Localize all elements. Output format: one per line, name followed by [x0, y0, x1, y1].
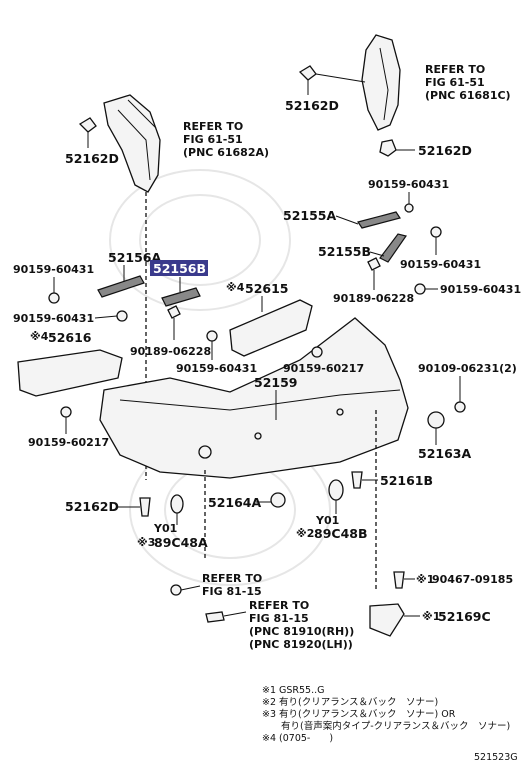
label-90159-60431-f: 90159-60431 [176, 362, 257, 375]
label-89c48a-mark: ※3 [137, 536, 155, 549]
absorber-52615 [229, 296, 313, 357]
label-52155b: 52155B [318, 244, 371, 259]
label-52616-mark: ※4 [30, 330, 49, 343]
clip-90189-06228-mid [167, 305, 181, 340]
label-52156b-highlight: 52156B [150, 260, 208, 276]
ref-fig81-b-line4: (PNC 81920(LH)) [249, 638, 353, 651]
ref-fig81-a-line2: FIG 81-15 [202, 585, 262, 598]
clip-52162d-top-left [78, 117, 97, 148]
label-90159-60431-a: 90159-60431 [368, 178, 449, 191]
label-89c48b: 89C48B [314, 526, 368, 541]
label-89c48b-color: Y01 [315, 514, 339, 527]
label-52156b: 52156B [153, 261, 206, 276]
label-90189-06228-right: 90189-06228 [333, 292, 414, 305]
label-52169c-mark: ※1 [422, 610, 440, 623]
quarter-panel-bracket-left [103, 94, 161, 193]
label-90467-09185: 90467-09185 [432, 573, 513, 586]
label-89c48a: 89C48A [154, 535, 208, 550]
label-52163a: 52163A [418, 446, 471, 461]
footnote-3b: 有り(音声案内タイプ-クリアランス＆バック ソナー) [262, 720, 510, 732]
ref-fig81-b-line3: (PNC 81910(RH)) [249, 625, 354, 638]
retainer-52156b [161, 277, 201, 307]
label-90159-60431-b: 90159-60431 [400, 258, 481, 271]
label-52162d-right-clip: 52162D [418, 143, 472, 158]
label-90189-06228-mid: 90189-06228 [130, 345, 211, 358]
clip-52162d-right [379, 139, 415, 157]
ref-fig61-left: REFER TO FIG 61-51 (PNC 61682A) [183, 120, 269, 159]
label-90159-60431-d: 90159-60431 [13, 263, 94, 276]
bolt-90159-60431-c [414, 283, 438, 295]
ref-fig81-a-line1: REFER TO [202, 572, 262, 585]
label-89c48a-color: Y01 [153, 522, 177, 535]
ref-fig81-b-line2: FIG 81-15 [249, 612, 309, 625]
label-52162d-bottom: 52162D [65, 499, 119, 514]
ref-fig61-right-line1: REFER TO [425, 63, 485, 76]
bolt-90159-60431-b [430, 226, 442, 255]
ref-fig81-a: REFER TO FIG 81-15 [202, 572, 262, 598]
watermark [109, 169, 331, 586]
bolt-90109-06231 [454, 376, 466, 413]
label-52162d-top-right: 52162D [285, 98, 339, 113]
label-90159-60217-left: 90159-60217 [28, 436, 109, 449]
quarter-panel-bracket-right [361, 34, 401, 131]
bolt-90159-60431-d [48, 277, 60, 304]
clip-90467-09185 [393, 571, 415, 589]
ref-fig81-b-line1: REFER TO [249, 599, 309, 612]
label-52161b: 52161B [380, 473, 433, 488]
ref-fig61-left-line1: REFER TO [183, 120, 243, 133]
sensor-cover-52163a [427, 411, 445, 445]
ref-fig81-b: REFER TO FIG 81-15 (PNC 81910(RH)) (PNC … [249, 599, 354, 651]
bolt-90159-60217-right [311, 346, 323, 358]
figure-id: 521523G [474, 752, 518, 763]
reflector-52616 [17, 349, 123, 397]
label-90467-mark: ※1 [416, 573, 434, 586]
bolt-90159-60431-e [94, 310, 128, 322]
ref-fig61-right-line3: (PNC 61681C) [425, 89, 511, 102]
protector-52169c [369, 603, 420, 637]
label-52159: 52159 [254, 375, 298, 390]
label-90109-06231: 90109-06231(2) [418, 362, 517, 375]
label-52156a: 52156A [108, 250, 161, 265]
label-52615: 52615 [245, 281, 289, 296]
bumper-cover-52159 [99, 317, 409, 479]
label-52162d-top-left: 52162D [65, 151, 119, 166]
label-52164a: 52164A [208, 495, 261, 510]
clip-90189-06228-right [367, 257, 381, 290]
footnote-3: ※3 有り(クリアランス＆バック ソナー) OR [262, 708, 456, 720]
label-52155a: 52155A [283, 208, 336, 223]
label-90159-60431-e: 90159-60431 [13, 312, 94, 325]
ref-fig61-left-line3: (PNC 61682A) [183, 146, 269, 159]
lamp-socket-ref [170, 584, 201, 596]
footnote-1: ※1 GSR55..G [262, 685, 325, 696]
retainer-52156a [97, 265, 145, 298]
label-90159-60431-c: 90159-60431 [440, 283, 521, 296]
footnote-2: ※2 有り(クリアランス＆バック ソナー) [262, 696, 438, 708]
bolt-90159-60431-a [404, 192, 414, 213]
clip-52162d-top-right [298, 65, 366, 95]
lamp-ref [205, 611, 247, 623]
bolt-90159-60431-f [206, 330, 218, 360]
ref-fig61-right-line2: FIG 61-51 [425, 76, 485, 89]
clip-52161b [351, 471, 378, 489]
ref-fig61-left-line2: FIG 61-51 [183, 133, 243, 146]
sensor-52164a [256, 492, 286, 508]
label-52615-mark: ※4 [226, 281, 245, 294]
retainer-52155a [335, 211, 401, 229]
footnotes: ※1 GSR55..G ※2 有り(クリアランス＆バック ソナー) ※3 有り(… [262, 685, 510, 744]
footnote-4: ※4 (0705- ) [262, 733, 333, 744]
label-52616: 52616 [48, 330, 92, 345]
retainer-52155b [369, 233, 407, 263]
label-90159-60217-right: 90159-60217 [283, 362, 364, 375]
bolt-90159-60217-left [60, 406, 72, 434]
clip-52162d-bottom [118, 497, 151, 517]
ref-fig61-right: REFER TO FIG 61-51 (PNC 61681C) [425, 63, 511, 102]
label-52169c: 52169C [438, 609, 491, 624]
label-89c48b-mark: ※2 [296, 527, 314, 540]
sensor-89c48a [170, 494, 184, 525]
sensor-89c48b [328, 479, 344, 514]
